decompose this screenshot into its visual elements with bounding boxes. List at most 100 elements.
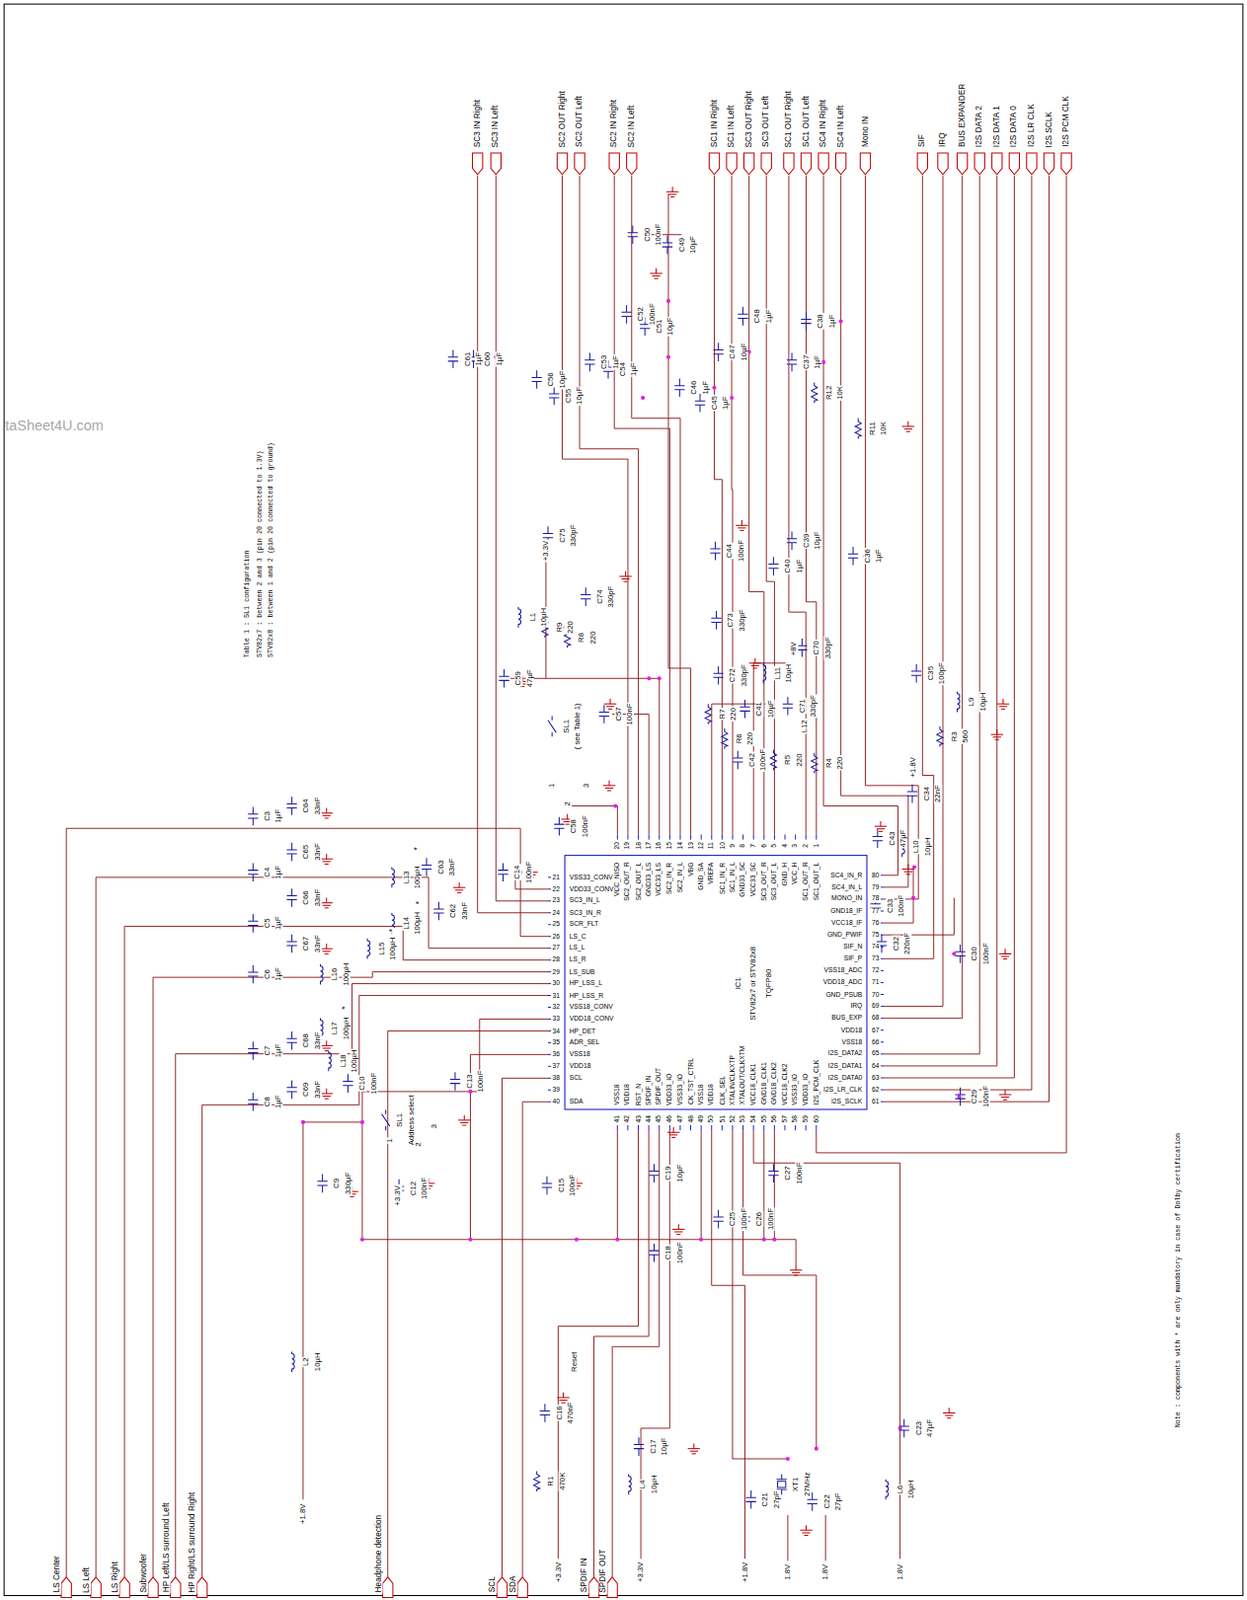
ground-stroke [322, 815, 331, 817]
pin-number: 56 [771, 1114, 779, 1125]
component-label: C29 [970, 1089, 979, 1105]
pin-number: 69 [870, 1003, 881, 1011]
component-value: 100µH [413, 911, 422, 936]
capacitor-symbol [497, 862, 508, 882]
ground-stroke [324, 907, 329, 909]
capacitor-symbol-stroke [954, 944, 965, 964]
wire [66, 828, 548, 1578]
ground-stroke [655, 268, 657, 274]
pin-stub [815, 1125, 817, 1131]
port-label: SPDIF IN [580, 1557, 589, 1594]
component-label: C60 [483, 351, 492, 368]
capacitor-symbol-stroke [247, 862, 258, 882]
pin-number: 51 [718, 1114, 726, 1125]
component-value: 330pF [738, 608, 747, 632]
junction-dot [301, 1120, 306, 1125]
ground-symbol [603, 780, 616, 791]
pin-number: 65 [870, 1050, 881, 1058]
port-symbol [1009, 153, 1019, 175]
capacitor-symbol-stroke [712, 342, 723, 362]
component-value: 330µF [344, 1171, 353, 1196]
component-label: C52 [636, 306, 645, 322]
wire [95, 877, 548, 1578]
inductor-symbol-stroke [292, 1351, 296, 1373]
capacitor-symbol [247, 965, 258, 985]
capacitor-symbol [247, 1092, 258, 1112]
wire [883, 175, 980, 1055]
ground-stroke [608, 708, 613, 710]
capacitor-symbol-stroke [911, 664, 922, 684]
junction-dot [360, 1120, 365, 1125]
component-value: 560 [961, 729, 970, 745]
junction-dot [814, 1447, 819, 1452]
capacitor-symbol-stroke [709, 542, 720, 561]
pin-stub [880, 911, 884, 913]
ground-stroke [1001, 1096, 1010, 1098]
component-value: 10µH [978, 692, 987, 713]
resistor-symbol-stroke [811, 383, 818, 404]
pin-stub [880, 874, 884, 876]
component-label: C56 [546, 371, 555, 388]
ground-group [320, 186, 1013, 1536]
pin-name: VDD18_CONV [568, 1015, 616, 1023]
ground-stroke [624, 571, 626, 577]
component-value: 33nF [313, 796, 322, 817]
pin-number: 26 [551, 933, 562, 940]
inductor-symbol-stroke [956, 692, 960, 713]
ground-stroke [751, 665, 760, 667]
component-value: 330pF [740, 663, 749, 688]
pin-stub [880, 970, 884, 972]
ground-stroke [607, 789, 612, 791]
pin-name: VCC33_SC [750, 861, 758, 899]
pin-number: 16 [655, 841, 663, 852]
ground-stroke [322, 860, 331, 862]
wire [823, 175, 898, 876]
table-text: STV82x7 : between 2 and 3 (pin 20 connec… [257, 449, 265, 659]
inductor-symbol [518, 607, 522, 628]
capacitor-symbol [247, 807, 258, 827]
pin-stub [669, 834, 671, 840]
component-value: 1µF [274, 1093, 283, 1110]
ground-symbol [320, 1089, 333, 1099]
pin-name: VCC18_CLK2 [781, 1062, 789, 1106]
pin-name: HP_DET [568, 1027, 598, 1035]
ground-stroke [322, 1095, 331, 1097]
component-label: R12 [824, 385, 833, 401]
ground-symbol [942, 1407, 955, 1418]
wire [753, 663, 786, 836]
pin-number: 25 [551, 921, 562, 929]
component-label: C38 [816, 312, 825, 329]
ground-stroke [668, 193, 677, 195]
component-label: L16 [330, 967, 339, 983]
pin-name: SC2_OUT_R [624, 860, 632, 903]
pin-name: VDD33_IO [666, 1072, 674, 1107]
component-value: 10µF [766, 699, 775, 719]
component-label: C36 [863, 547, 872, 564]
ground-stroke [325, 1089, 327, 1094]
pin-stub [794, 1125, 796, 1131]
port-label: SDA [509, 1575, 518, 1595]
pin-number: 28 [551, 956, 562, 964]
component-value: 470nF [566, 1401, 575, 1425]
pin-stub [783, 1125, 785, 1131]
ground-stroke [906, 431, 911, 433]
capacitor-symbol [584, 353, 595, 373]
pin-number: 40 [551, 1098, 562, 1106]
capacitor-symbol [796, 638, 807, 658]
pin-number: 31 [551, 992, 562, 1000]
ground-symbol [320, 808, 333, 819]
ground-stroke [325, 1040, 327, 1046]
ground-stroke [995, 739, 1000, 741]
component-value: 10µF [813, 531, 822, 551]
pin-stub [679, 834, 681, 840]
wire [202, 996, 548, 1578]
pin-name: I2S_DATA2 [827, 1050, 864, 1058]
pin-number: 73 [870, 955, 881, 963]
ground-stroke [1001, 708, 1006, 710]
ground-stroke [904, 871, 913, 873]
pin-name: I2S_DATA0 [827, 1075, 864, 1083]
supply-label: +3.3V [553, 1560, 562, 1584]
port-label: HP Right/LS surround Right [188, 1490, 197, 1594]
component-value: 10µH [540, 607, 548, 628]
